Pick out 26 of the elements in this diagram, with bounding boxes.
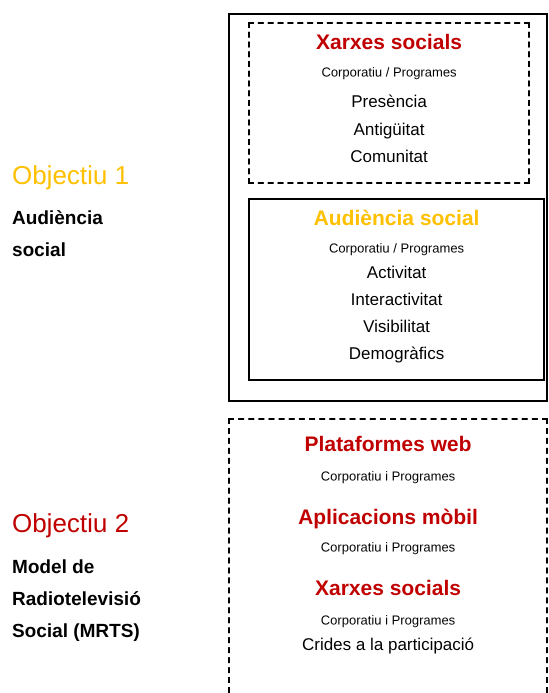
- objective-title: Objectiu 1: [12, 160, 130, 190]
- dashed-panel: [248, 22, 530, 184]
- list-item: Visibilitat: [362, 317, 431, 337]
- subtitle: Corporatiu i Programes: [320, 468, 456, 484]
- subtitle: Corporatiu / Programes: [320, 64, 458, 80]
- list-item: Interactivitat: [350, 290, 444, 310]
- heading: Xarxes socials: [315, 31, 463, 55]
- list-item: Presència: [350, 92, 428, 112]
- objective-description: Model de Radiotelevisió Social (MRTS): [12, 556, 142, 644]
- list-item: Antigüitat: [352, 120, 426, 140]
- objective-description: Audiència social: [12, 207, 104, 263]
- subtitle: Corporatiu / Programes: [328, 240, 466, 256]
- objective-title: Objectiu 2: [12, 508, 130, 538]
- subtitle: Corporatiu i Programes: [320, 612, 456, 628]
- list-item: Demogràfics: [348, 344, 446, 364]
- outline-box: [228, 13, 548, 402]
- heading: Xarxes socials: [314, 577, 462, 601]
- subtitle: Corporatiu i Programes: [320, 540, 456, 554]
- list-item: Activitat: [366, 263, 428, 283]
- panel: [248, 198, 545, 381]
- list-item: Crides a la participació: [301, 635, 475, 655]
- dashed-panel: [228, 418, 548, 693]
- list-item: Comunitat: [349, 147, 429, 167]
- heading: Plataformes web: [304, 433, 472, 457]
- heading: Audiència social: [312, 207, 480, 231]
- heading: Aplicacions mòbil: [297, 506, 479, 530]
